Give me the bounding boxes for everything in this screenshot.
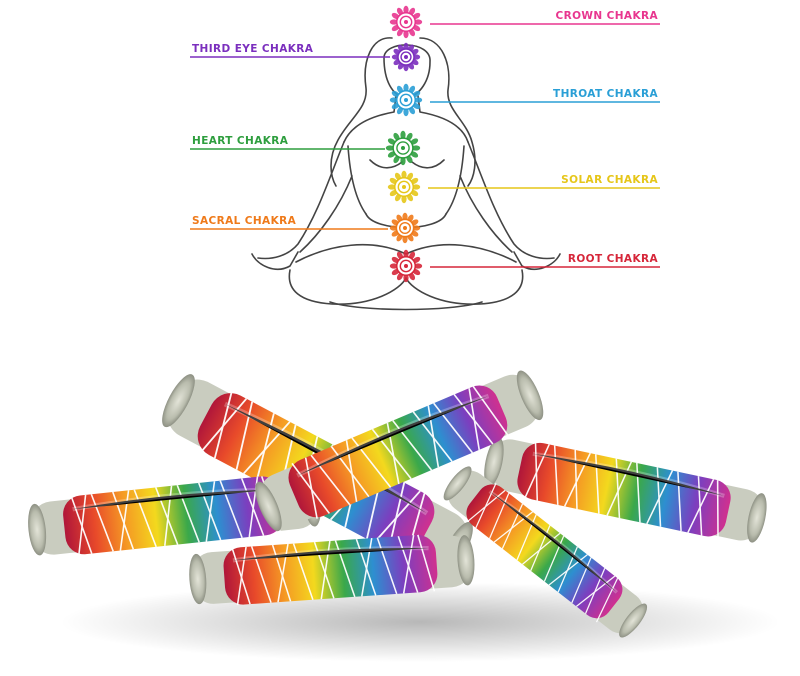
sacral-chakra-symbol-icon xyxy=(389,212,421,244)
throat-chakra-label: THROAT CHAKRA xyxy=(553,88,658,100)
chakra-sage-smudge-sticks-icon xyxy=(25,364,780,662)
crown-chakra-label: CROWN CHAKRA xyxy=(555,10,658,22)
heart-chakra-label: HEART CHAKRA xyxy=(192,135,289,147)
throat-chakra-symbol-icon xyxy=(389,83,423,117)
third-eye-chakra-label: THIRD EYE CHAKRA xyxy=(192,43,314,55)
solar-chakra-label: SOLAR CHAKRA xyxy=(561,174,658,186)
sacral-chakra-label: SACRAL CHAKRA xyxy=(192,215,297,227)
third-eye-chakra-symbol-icon xyxy=(391,42,421,72)
heart-chakra-symbol-icon xyxy=(385,130,421,166)
root-chakra-label: ROOT CHAKRA xyxy=(568,253,659,265)
solar-chakra-symbol-icon xyxy=(387,170,421,204)
crown-chakra-symbol-icon xyxy=(389,5,423,39)
root-chakra-symbol-icon xyxy=(389,249,423,283)
